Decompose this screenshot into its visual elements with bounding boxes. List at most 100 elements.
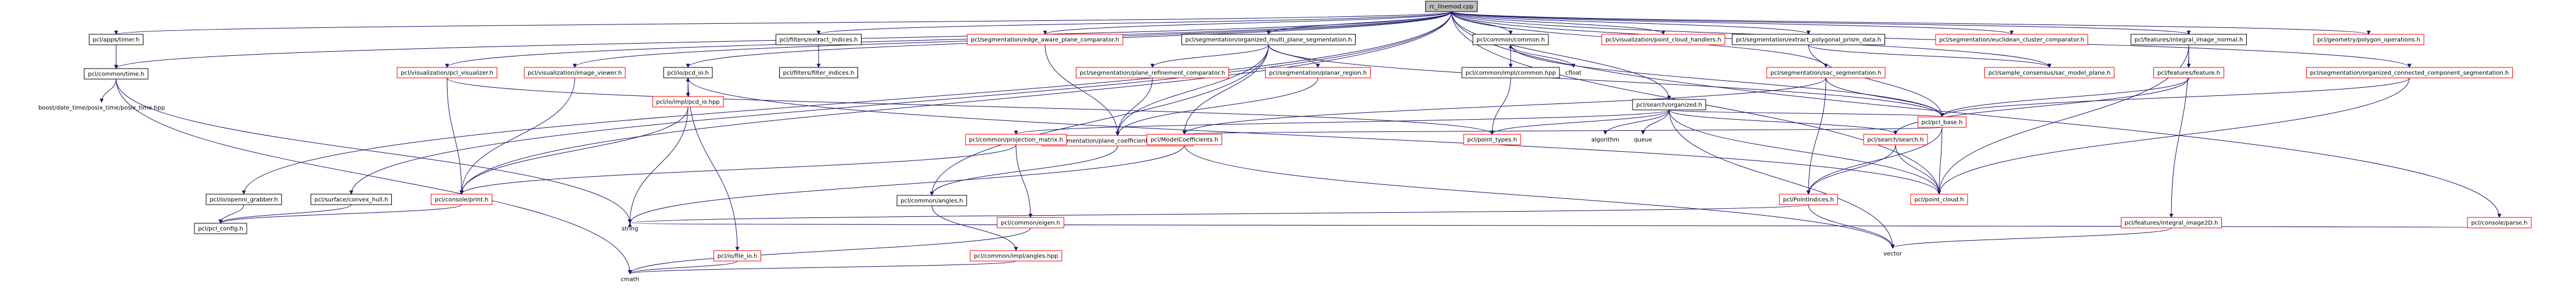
edge	[1451, 11, 2370, 35]
node-apps-timer[interactable]: pcl/apps/timer.h	[89, 34, 143, 45]
edge	[116, 78, 632, 224]
edge-omp-seg-to-pcl-base	[1268, 44, 1944, 117]
node-label: pcl/segmentation/extract_polygonal_prism…	[1736, 37, 1881, 44]
node-box	[1472, 34, 1549, 45]
edge	[1115, 44, 1269, 136]
node-pcl-config[interactable]: pcl/pcl_config.h	[194, 223, 247, 234]
node-extract-indices[interactable]: pcl/filters/extract_indices.h	[776, 34, 862, 45]
node-common-common[interactable]: pcl/common/common.h	[1472, 34, 1549, 45]
node-vis-image-viewer[interactable]: pcl/visualization/image_viewer.h	[524, 67, 626, 78]
edge-search-organized-to-pcl-base	[1669, 109, 1944, 117]
edge-features-feature-to-pcl-base	[1940, 77, 2189, 117]
node-box	[206, 194, 282, 205]
node-point-cloud[interactable]: pcl/point_cloud.h	[1910, 194, 1968, 205]
node-box	[1461, 67, 1560, 78]
node-integral-normal[interactable]: pcl/features/integral_image_normal.h	[2131, 34, 2247, 45]
edge	[1451, 11, 1671, 100]
node-common-impl[interactable]: pcl/common/impl/common.hpp	[1461, 67, 1560, 78]
node-euclidean[interactable]: pcl/segmentation/euclidean_cluster_compa…	[1935, 34, 2088, 45]
edge	[1940, 77, 2410, 117]
node-point-types[interactable]: pcl/point_types.h	[1463, 134, 1521, 145]
node-point-indices[interactable]: pcl/PointIndices.h	[1779, 194, 1838, 205]
node-vis-pointcloud-handlers[interactable]: pcl/visualization/point_cloud_handlers.h	[1601, 34, 1725, 45]
node-filter-indices[interactable]: pcl/filters/filter_indices.h	[779, 67, 858, 78]
edge	[1937, 77, 2410, 195]
edge	[459, 77, 575, 195]
node-label: pcl/point_types.h	[1467, 137, 1517, 144]
edge	[1182, 44, 1269, 135]
node-omp-seg[interactable]: pcl/segmentation/organized_multi_plane_s…	[1181, 34, 1356, 45]
node-pcd-io-hpp[interactable]: pcl/io/impl/pcd_io.hpp	[652, 96, 724, 108]
node-label: pcl/visualization/point_cloud_handlers.h	[1605, 37, 1721, 44]
edge	[1115, 77, 1153, 136]
node-features-feature[interactable]: pcl/features/feature.h	[2153, 67, 2224, 78]
node-search-search[interactable]: pcl/search/search.h	[1863, 134, 1928, 145]
node-box	[1181, 34, 1356, 45]
node-organized-cc[interactable]: pcl/segmentation/organized_connected_com…	[2306, 67, 2513, 78]
node-label: pcl/common/impl/common.hpp	[1465, 70, 1556, 77]
node-edge-aware[interactable]: pcl/segmentation/edge_aware_plane_compar…	[967, 34, 1123, 45]
node-openni-grabber[interactable]: pcl/io/openni_grabber.h	[206, 194, 282, 205]
edge-vis-pcl-visualizer-to-console-print	[446, 77, 464, 195]
node-box	[1918, 116, 1966, 128]
node-search-organized[interactable]: pcl/search/organized.h	[1632, 99, 1706, 110]
node-box	[1147, 134, 1222, 145]
edge-search-organized-to-queue	[1641, 109, 1670, 135]
node-convex-hull[interactable]: pcl/surface/convex_hull.h	[311, 194, 392, 205]
node-model-coefficients[interactable]: pcl/ModelCoefficients.h	[1147, 134, 1222, 145]
edge-organized-cc-to-pcl-base	[1940, 77, 2410, 117]
edge	[687, 77, 1941, 195]
edge	[218, 204, 462, 224]
edge-plane-refinement-to-plane-coeff	[1115, 77, 1153, 136]
node-box	[1863, 134, 1928, 145]
node-label: pcl/geometry/polygon_operations.h	[2317, 37, 2420, 44]
node-vis-pcl-visualizer[interactable]: pcl/visualization/pcl_visualizer.h	[397, 67, 498, 78]
node-pcl-base[interactable]: pcl/pcl_base.h	[1918, 116, 1966, 128]
node-angles-hpp[interactable]: pcl/common/impl/angles.hpp	[970, 250, 1062, 262]
node-sac-segmentation[interactable]: pcl/segmentation/sac_segmentation.h	[1766, 67, 1886, 78]
node-io-file-io[interactable]: pcl/io/file_io.h	[714, 250, 761, 262]
edge-vis-image-viewer-to-console-print	[459, 77, 575, 195]
node-console-parse[interactable]: pcl/console/parse.h	[2467, 217, 2532, 228]
node-projection-matrix[interactable]: pcl/common/projection_matrix.h	[965, 134, 1067, 145]
edge	[1014, 109, 1670, 135]
edge	[1266, 11, 1452, 35]
edge-common-time-to-boost-posix	[99, 78, 117, 103]
edge	[687, 77, 740, 251]
edge-point-indices-to-string	[628, 204, 1809, 224]
edge-point-indices-to-vector	[1808, 204, 1895, 249]
node-label: pcl/filters/filter_indices.h	[783, 70, 855, 77]
node-root[interactable]: rc_linemod.cpp	[1425, 1, 1478, 12]
node-polygon-ops[interactable]: pcl/geometry/polygon_operations.h	[2313, 34, 2424, 45]
edge-root-to-extract-polygonal	[1451, 11, 1811, 35]
node-box	[997, 217, 1064, 228]
edge-features-feature-to-search-search	[1893, 77, 2189, 135]
node-label: pcl/common/common.h	[1476, 37, 1545, 44]
node-sample-consensus[interactable]: pcl/sample_consensus/sac_model_plane.h	[1984, 67, 2114, 78]
node-extract-polygonal[interactable]: pcl/segmentation/extract_polygonal_prism…	[1732, 34, 1885, 45]
node-common-eigen[interactable]: pcl/common/eigen.h	[997, 217, 1064, 228]
node-label: pcl/ModelCoefficients.h	[1151, 137, 1218, 144]
node-label: pcl/common/time.h	[88, 72, 144, 78]
edge	[446, 77, 1494, 135]
edge-root-to-search-organized	[1451, 11, 1671, 100]
edge	[628, 227, 1031, 274]
node-box	[1632, 99, 1706, 110]
node-label: pcl/point_cloud.h	[1914, 197, 1963, 203]
node-integral-image2d[interactable]: pcl/features/integral_image2D.h	[2121, 217, 2222, 228]
node-box	[896, 195, 967, 206]
node-box	[311, 194, 392, 205]
node-console-print[interactable]: pcl/console/print.h	[431, 194, 492, 205]
edge-model-coefficients-to-vector	[1184, 144, 1895, 249]
edge	[1893, 77, 2189, 135]
edge	[1808, 204, 1895, 249]
node-planar-region[interactable]: pcl/segmentation/planar_region.h	[1265, 67, 1371, 78]
edge-extract-polygonal-to-pcl-base	[1808, 44, 1944, 117]
node-label: pcl/segmentation/edge_aware_plane_compar…	[971, 37, 1119, 44]
node-label: pcl/PointIndices.h	[1783, 197, 1834, 203]
node-plane-refinement[interactable]: pcl/segmentation/plane_refinement_compar…	[1076, 67, 1229, 78]
edge	[1890, 227, 2172, 249]
node-common-angles[interactable]: pcl/common/angles.h	[896, 195, 967, 206]
node-pcd-io[interactable]: pcl/io/pcd_io.h	[663, 67, 713, 78]
node-common-time[interactable]: pcl/common/time.h	[84, 68, 149, 80]
